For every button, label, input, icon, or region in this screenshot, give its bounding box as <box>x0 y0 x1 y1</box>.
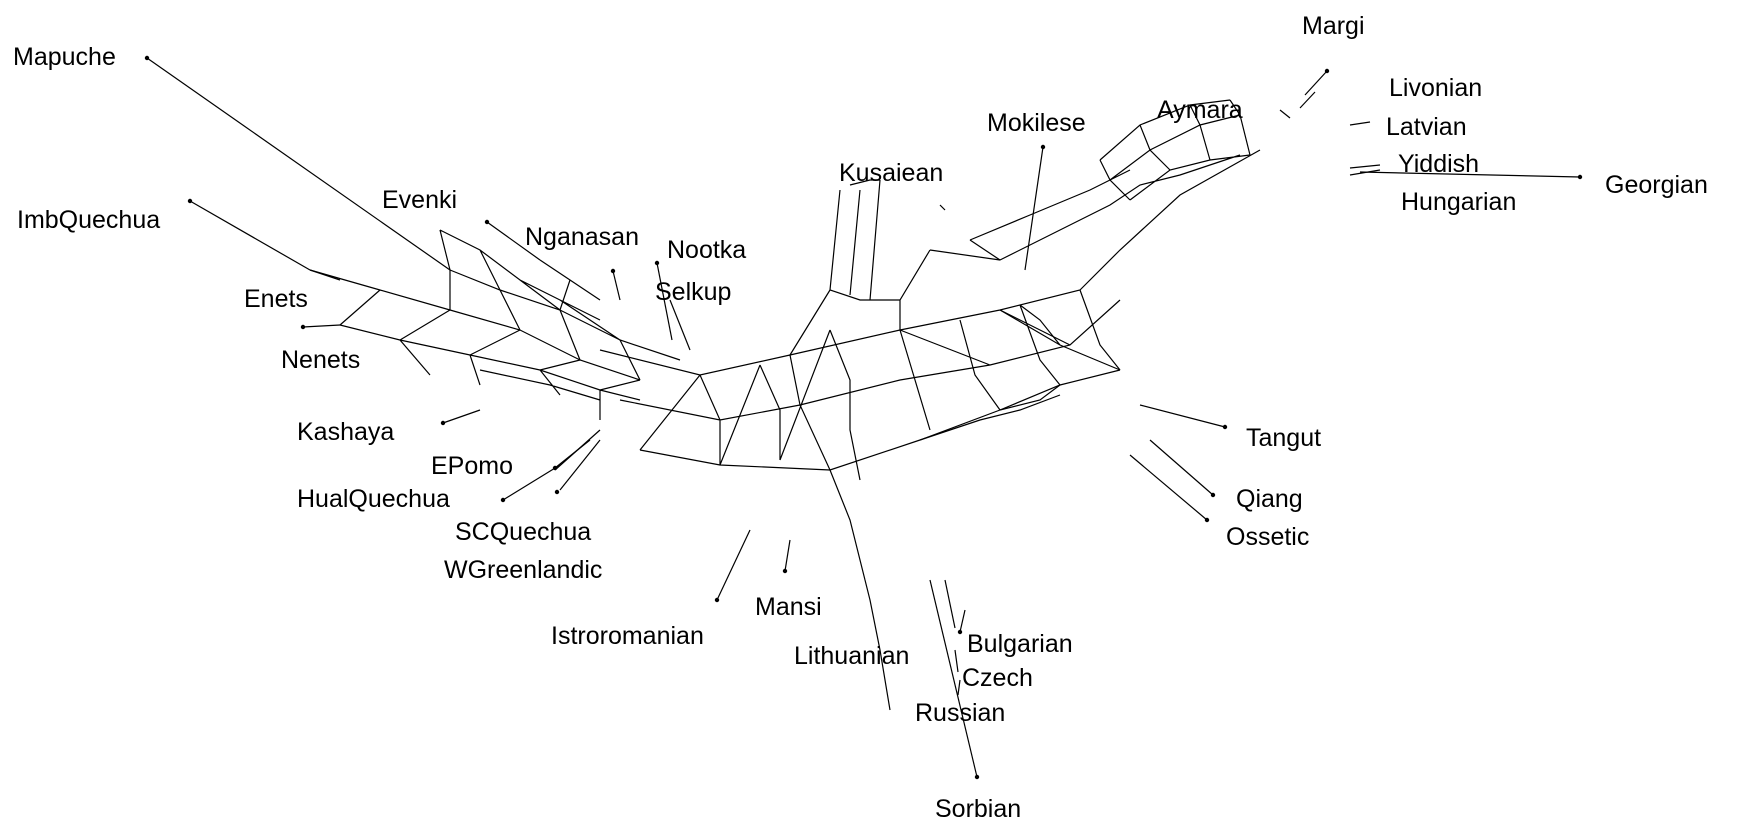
leaf-edge-russian <box>957 679 961 696</box>
leaf-dot-ossetic <box>1204 517 1210 523</box>
label-epomo: EPomo <box>431 452 513 480</box>
leaf-dot-evenki <box>484 219 490 225</box>
leaf-edge-bulgarian <box>959 609 966 633</box>
leaf-dot-nootka <box>654 260 660 266</box>
leaf-dot-georgian <box>1577 174 1583 180</box>
label-mokilese: Mokilese <box>987 109 1086 137</box>
label-sorbian: Sorbian <box>935 795 1021 823</box>
leaf-dot-sorbian <box>974 774 980 780</box>
leaf-edge-ossetic <box>1129 454 1208 521</box>
leaf-dot-mokilese <box>1040 144 1046 150</box>
leaf-dot-mansi <box>782 568 788 574</box>
leaf-dot-nenets <box>300 324 306 330</box>
label-nenets: Nenets <box>281 346 360 374</box>
right-lower-grid <box>919 304 1121 441</box>
label-selkup: Selkup <box>655 278 731 306</box>
leaf-edge-lithuanian <box>944 579 956 629</box>
label-russian: Russian <box>915 699 1005 727</box>
leaf-dot-wgreenlandic <box>554 489 560 495</box>
leaf-edge-mansi <box>784 539 791 572</box>
leaf-edge-hualquechua <box>502 464 561 501</box>
leaf-dot-margi <box>1324 68 1330 74</box>
leaf-edge-imbquechua <box>189 200 311 271</box>
slavic-block <box>829 469 891 711</box>
leaf-dot-tangut <box>1222 424 1228 430</box>
leaf-dot-mapuche <box>144 55 150 61</box>
label-wgreenlandic: WGreenlandic <box>444 556 602 584</box>
label-bulgarian: Bulgarian <box>967 630 1073 658</box>
leaf-edge-istroromanian <box>716 529 751 601</box>
leaf-edge-margi <box>1304 70 1328 96</box>
leaf-edge-yiddish <box>1349 164 1381 169</box>
leaf-edge-evenki <box>486 221 541 261</box>
leaf-edge-mokilese <box>1024 146 1044 271</box>
leaf-edge-mapuche <box>146 57 451 271</box>
leaf-edge-nganasan <box>612 270 621 301</box>
leaf-edge-kusaiean <box>939 204 946 211</box>
network-edges <box>309 99 1261 711</box>
leaf-edge-enets <box>309 269 341 281</box>
leaf-edge-kashaya <box>442 409 481 424</box>
label-nganasan: Nganasan <box>525 223 639 251</box>
leaf-edge-georgian <box>1359 171 1581 178</box>
leaf-edge-nootka <box>656 262 673 341</box>
oceanic-block <box>789 179 1001 356</box>
leaf-dot-hualquechua <box>500 497 506 503</box>
label-evenki: Evenki <box>382 186 457 214</box>
label-livonian: Livonian <box>1389 74 1482 102</box>
central-band <box>599 149 1261 481</box>
label-aymara: Aymara <box>1157 96 1243 124</box>
leaf-edge-tangut <box>1139 404 1226 428</box>
label-mansi: Mansi <box>755 593 822 621</box>
leaf-dot-imbquechua <box>187 198 193 204</box>
leaf-edges <box>146 57 1581 778</box>
leaf-edge-qiang <box>1149 439 1214 496</box>
label-hualquechua: HualQuechua <box>297 485 450 513</box>
leaf-edge-selkup <box>669 299 691 351</box>
label-enets: Enets <box>244 285 308 313</box>
label-yiddish: Yiddish <box>1398 150 1479 178</box>
leaf-dot-kashaya <box>440 420 446 426</box>
right-upper-grid <box>969 99 1251 261</box>
leaf-dot-epomo <box>552 465 558 471</box>
label-kusaiean: Kusaiean <box>839 159 943 187</box>
leaf-edge-latvian <box>1349 121 1371 126</box>
label-scquechua: SCQuechua <box>455 518 591 546</box>
leaf-dot-nganasan <box>610 268 616 274</box>
label-nootka: Nootka <box>667 236 746 264</box>
label-imbquechua: ImbQuechua <box>17 206 160 234</box>
label-hungarian: Hungarian <box>1401 188 1516 216</box>
label-lithuanian: Lithuanian <box>794 642 909 670</box>
label-kashaya: Kashaya <box>297 418 394 446</box>
leaf-edge-hungarian <box>1349 169 1381 176</box>
leaf-edge-nenets <box>302 324 341 328</box>
leaf-dot-istroromanian <box>714 597 720 603</box>
label-czech: Czech <box>962 664 1033 692</box>
leaf-edge-wgreenlandic <box>554 429 601 471</box>
label-mapuche: Mapuche <box>13 43 116 71</box>
leaf-dots <box>144 55 1583 780</box>
label-latvian: Latvian <box>1386 113 1467 141</box>
leaf-edge-aymara <box>1279 109 1291 119</box>
label-margi: Margi <box>1302 12 1365 40</box>
label-georgian: Georgian <box>1605 171 1708 199</box>
left-grid <box>309 229 681 420</box>
label-qiang: Qiang <box>1236 485 1303 513</box>
label-istroromanian: Istroromanian <box>551 622 704 650</box>
leaf-edge-czech <box>954 649 959 673</box>
label-tangut: Tangut <box>1246 424 1321 452</box>
label-ossetic: Ossetic <box>1226 523 1309 551</box>
leaf-edge-sorbian <box>929 579 978 778</box>
leaf-edge-livonian <box>1299 91 1316 109</box>
leaf-edge-scquechua <box>559 439 601 491</box>
leaf-dot-qiang <box>1210 492 1216 498</box>
taxon-labels: Mapuche ImbQuechua Evenki Nganasan Nootk… <box>13 12 1708 823</box>
leaf-dot-bulgarian <box>957 629 963 635</box>
